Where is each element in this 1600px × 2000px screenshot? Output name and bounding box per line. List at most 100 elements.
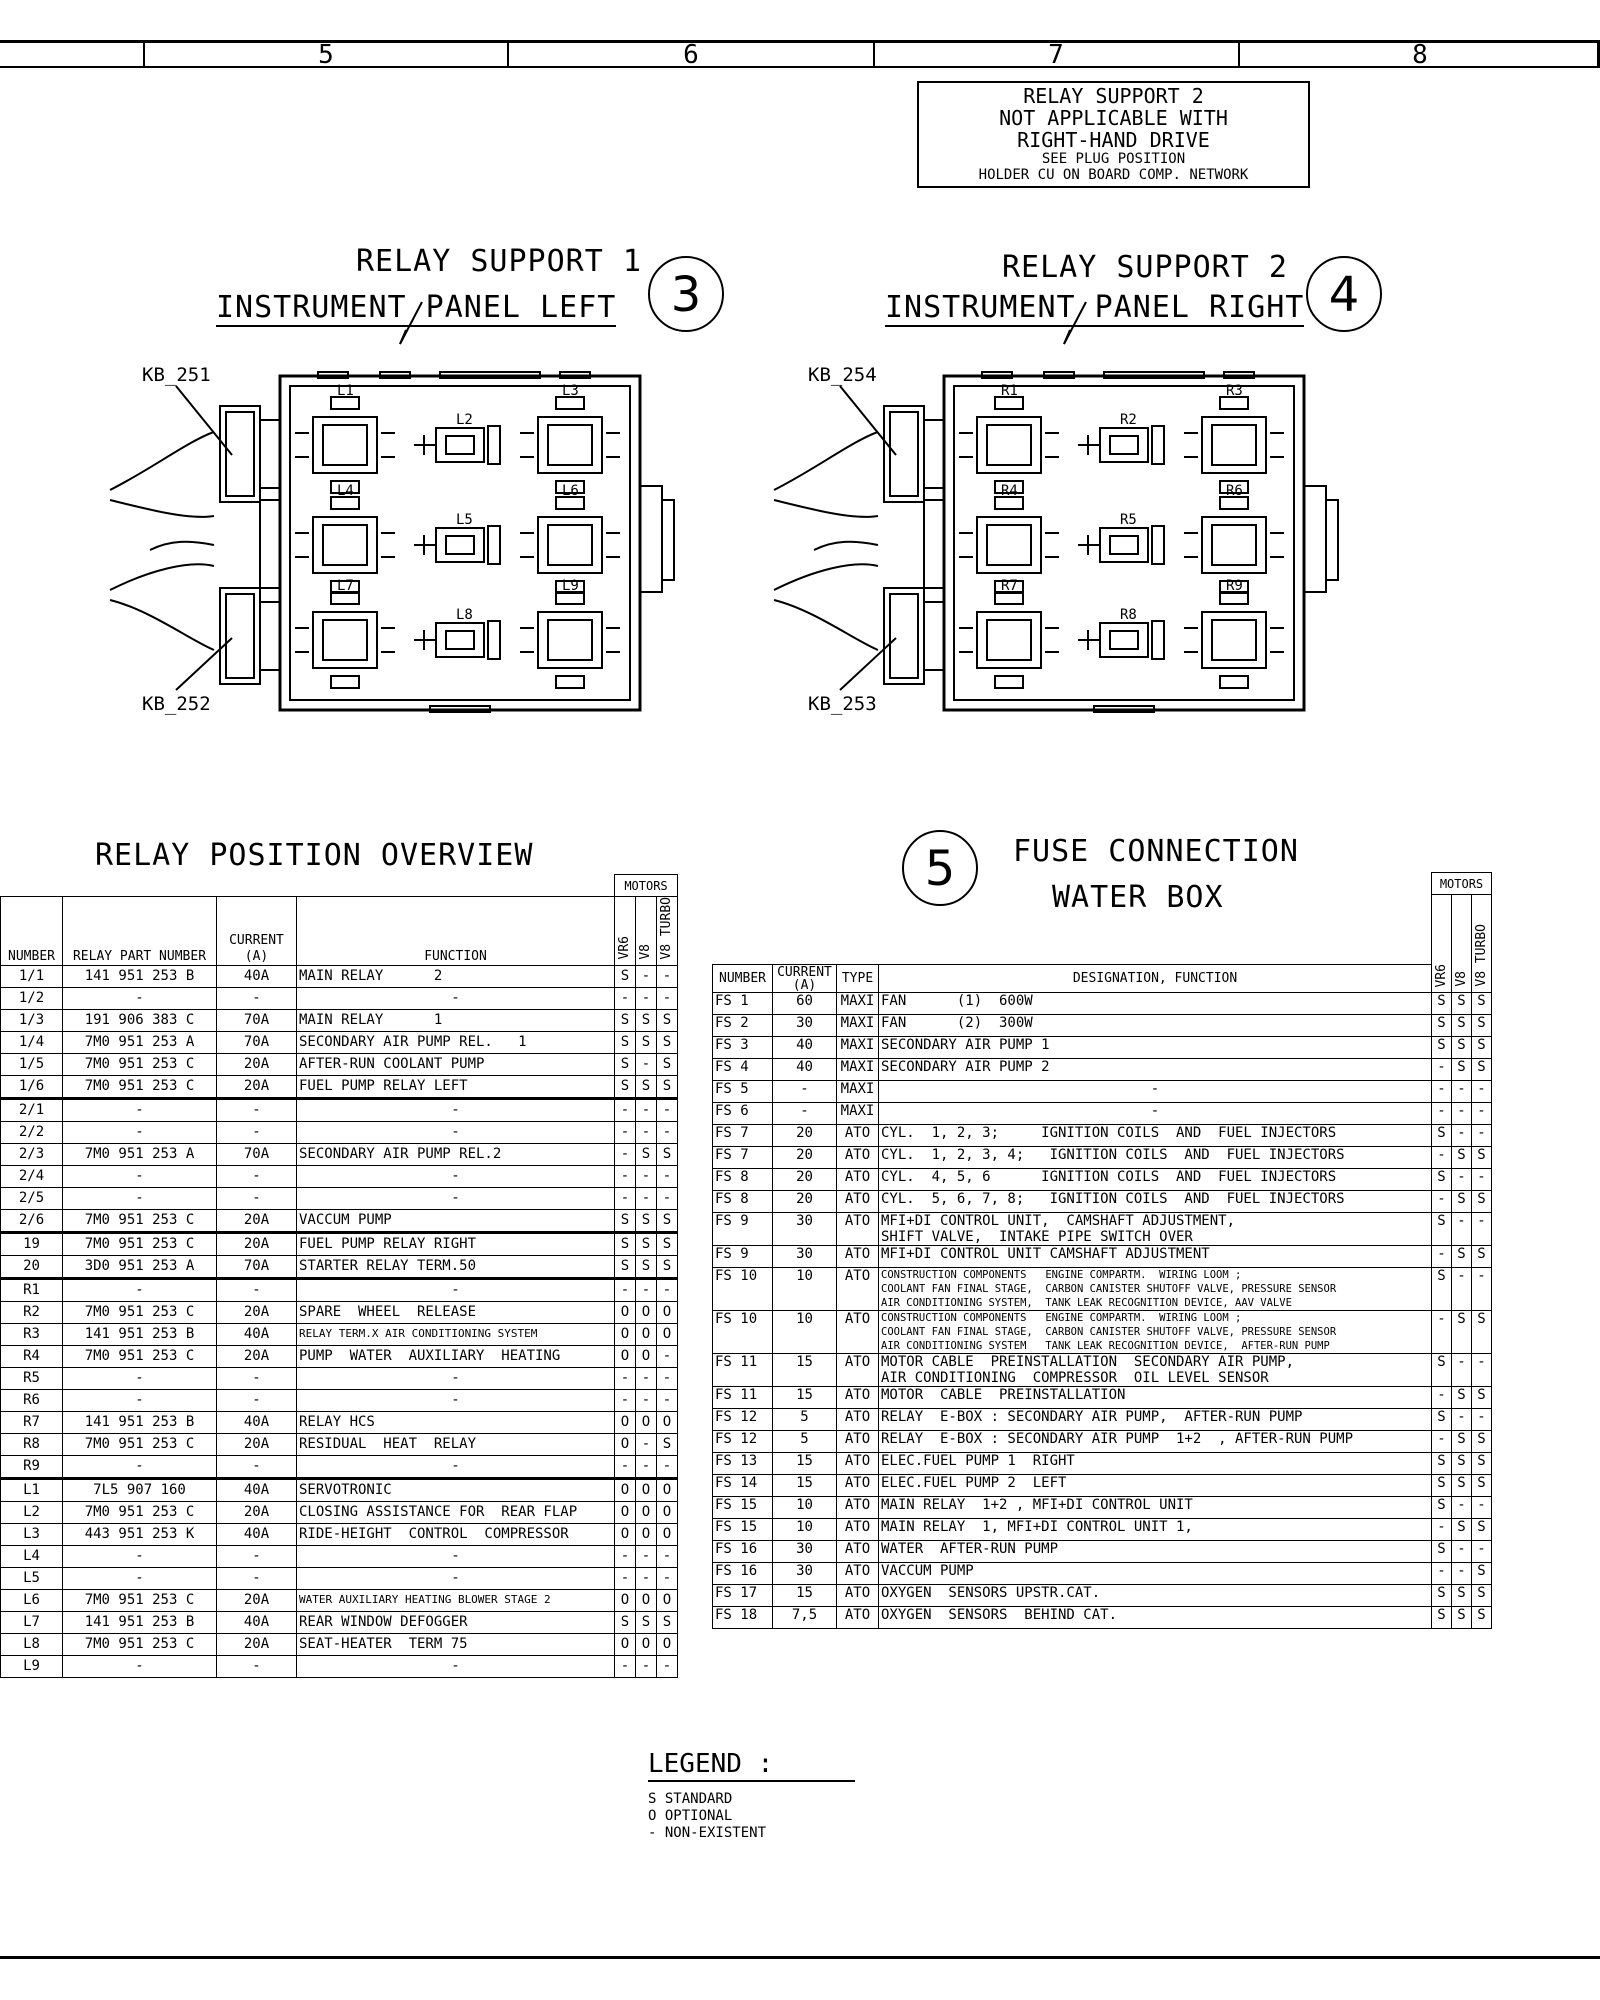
motor-v8: S <box>635 1254 657 1279</box>
relay-function: SEAT-HEATER TERM 75 <box>296 1632 615 1656</box>
motor-v8: S <box>1451 1058 1472 1081</box>
relay-current: - <box>216 1186 297 1210</box>
support2-kb-top: KB_254 <box>808 364 877 386</box>
motor-vr6: O <box>614 1300 636 1324</box>
relay-current: 20A <box>216 1052 297 1076</box>
relay-slot-label: L5 <box>456 512 473 528</box>
relay-current: - <box>216 1566 297 1590</box>
motor-v8-turbo: S <box>1471 1518 1492 1541</box>
motor-v8-turbo: O <box>656 1300 678 1324</box>
relay-part-number: 7M0 951 253 A <box>62 1030 217 1054</box>
motor-v8-turbo: S <box>656 1030 678 1054</box>
relay-slot-label: L8 <box>456 607 473 623</box>
fuse-type: ATO <box>836 1212 879 1246</box>
relay-part-number: 3D0 951 253 A <box>62 1254 217 1279</box>
motor-v8-turbo: S <box>656 1254 678 1279</box>
motor-v8-turbo: S <box>1471 1058 1492 1081</box>
motor-vr6: O <box>614 1588 636 1612</box>
relay-part-number: - <box>62 1454 217 1479</box>
legend-item: O OPTIONAL <box>648 1808 733 1824</box>
motor-v8: - <box>1451 1124 1472 1147</box>
relay-function: MAIN RELAY 1 <box>296 1008 615 1032</box>
fuse-function-line: CYL. 1, 2, 3; IGNITION COILS AND FUEL IN… <box>881 1125 1337 1142</box>
relay-part-number: 7M0 951 253 C <box>62 1500 217 1524</box>
fuse-number: FS 15 <box>712 1518 773 1541</box>
fuse-number: FS 8 <box>712 1168 773 1191</box>
fuse-function-line: ELEC.FUEL PUMP 1 RIGHT <box>881 1453 1075 1470</box>
relay-part-number: - <box>62 986 217 1010</box>
motor-v8-turbo: - <box>656 1544 678 1568</box>
motor-v8: O <box>635 1300 657 1324</box>
fuse-current: 15 <box>772 1474 837 1497</box>
fuse-function-line: OXYGEN SENSORS BEHIND CAT. <box>881 1607 1118 1624</box>
relay-slot-label: R5 <box>1120 512 1137 528</box>
fuse-current: 30 <box>772 1212 837 1246</box>
motor-v8: - <box>1451 1168 1472 1191</box>
fuse-type: ATO <box>836 1353 879 1387</box>
relay-function: FUEL PUMP RELAY LEFT <box>296 1074 615 1099</box>
support1-kb-bottom: KB_252 <box>142 693 211 715</box>
motor-vr6: S <box>1431 1014 1452 1037</box>
fuse-number: FS 2 <box>712 1014 773 1037</box>
relay-slot-label: R1 <box>1001 383 1018 399</box>
relay-part-number: - <box>62 1654 217 1678</box>
motor-v8-turbo: - <box>656 964 678 988</box>
motor-v8: S <box>635 1008 657 1032</box>
legend-title: LEGEND : <box>648 1748 855 1782</box>
relay-function: STARTER RELAY TERM.50 <box>296 1254 615 1279</box>
legend: LEGEND : S STANDARD O OPTIONAL - NON-EXI… <box>648 1748 855 1845</box>
motor-v8: - <box>1451 1496 1472 1519</box>
motor-v8: S <box>1451 1036 1472 1059</box>
relay-function: CLOSING ASSISTANCE FOR REAR FLAP <box>296 1500 615 1524</box>
motor-v8-turbo: - <box>656 1454 678 1479</box>
fuse-type: MAXI <box>836 1058 879 1081</box>
motor-v8-turbo: - <box>1471 1168 1492 1191</box>
col-v8-turbo: V8 TURBO <box>659 897 674 960</box>
relay-support-1-board <box>109 301 675 713</box>
relay-part-number: 7M0 951 253 C <box>62 1632 217 1656</box>
fuse-function: OXYGEN SENSORS BEHIND CAT. <box>878 1606 1432 1629</box>
relay-slot-label: L9 <box>562 578 579 594</box>
relay-number: 1/5 <box>0 1052 63 1076</box>
motor-v8: S <box>1451 992 1472 1015</box>
motor-vr6: O <box>614 1322 636 1346</box>
support1-subtitle: INSTRUMENT PANEL LEFT <box>216 290 617 327</box>
motor-v8: S <box>1451 1310 1472 1354</box>
motor-vr6: S <box>1431 1540 1452 1563</box>
fuse-function: VACCUM PUMP <box>878 1562 1432 1585</box>
relay-slot-label: R9 <box>1226 578 1243 594</box>
fuse-current: 20 <box>772 1124 837 1147</box>
motor-v8-turbo: S <box>656 1610 678 1634</box>
relay-number: L2 <box>0 1500 63 1524</box>
relay-slot-label: R6 <box>1226 483 1243 499</box>
motor-v8: - <box>635 1432 657 1456</box>
motors-label: MOTORS <box>614 874 678 897</box>
relay-function: SERVOTRONIC <box>296 1476 615 1502</box>
motor-vr6: - <box>1431 1562 1452 1585</box>
fuse-function: CYL. 1, 2, 3; IGNITION COILS AND FUEL IN… <box>878 1124 1432 1147</box>
motor-v8-turbo: - <box>1471 1408 1492 1431</box>
motor-v8-turbo: S <box>1471 1146 1492 1169</box>
col-function: FUNCTION <box>296 896 615 966</box>
motor-vr6: S <box>1431 1212 1452 1246</box>
motor-v8: - <box>635 1164 657 1188</box>
motor-vr6: S <box>614 1074 636 1099</box>
relay-slot-label: R7 <box>1001 578 1018 594</box>
col-v8: V8 <box>638 943 653 960</box>
relay-slot <box>414 620 501 660</box>
motor-v8: S <box>635 1208 657 1233</box>
motor-v8-turbo: S <box>1471 1014 1492 1037</box>
motor-v8-turbo: S <box>656 1052 678 1076</box>
col-designation: DESIGNATION, FUNCTION <box>878 964 1432 993</box>
fuse-type: MAXI <box>836 992 879 1015</box>
motor-vr6: - <box>1431 1058 1452 1081</box>
relay-number: 1/1 <box>0 964 63 988</box>
motor-vr6: - <box>614 1120 636 1144</box>
fuse-function: - <box>878 1080 1432 1103</box>
relay-number: R4 <box>0 1344 63 1368</box>
